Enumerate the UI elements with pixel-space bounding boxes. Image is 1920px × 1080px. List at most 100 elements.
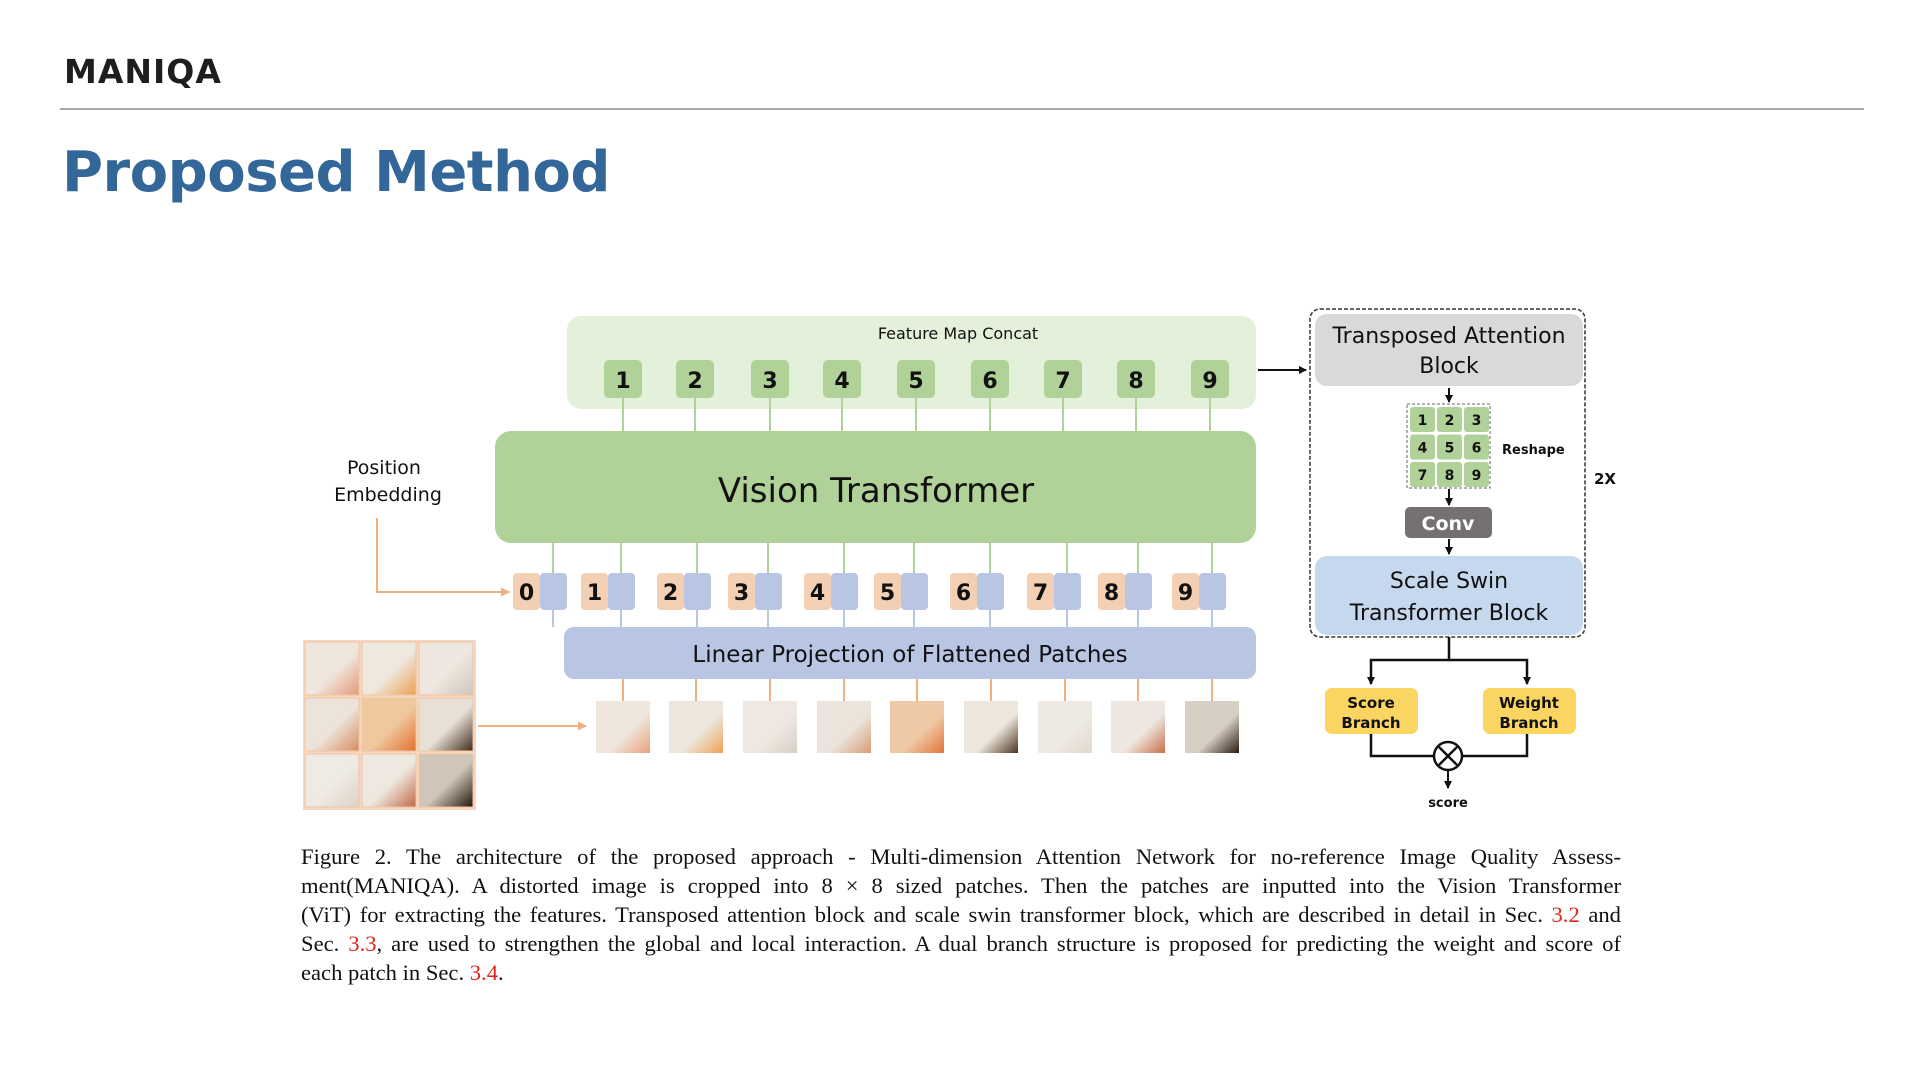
score-to-multiply-line [1369,734,1433,758]
reshape-cell [1437,407,1462,432]
position-token-label: 3 [734,581,749,606]
position-token-label: 4 [810,581,825,606]
position-token [804,573,831,610]
feature-token [1044,360,1082,398]
position-token [581,573,608,610]
position-token-label: 2 [663,581,678,606]
conv-label: Conv [1422,513,1476,535]
linear-projection-block [564,627,1256,679]
feature-token-label: 6 [982,369,997,394]
to-weight-branch-arrow [1449,658,1531,685]
image-patch [890,701,944,753]
scale-swin-transformer-block [1315,556,1583,635]
caption-text: and [1579,902,1621,927]
figure-caption: Figure 2. The architecture of the propos… [301,842,1621,987]
position-token [513,573,540,610]
feature-token-label: 9 [1202,369,1217,394]
transposed-attention-block [1315,314,1583,386]
reshape-cell-label: 5 [1445,441,1455,457]
reshape-cell [1464,462,1489,487]
image-patch [1111,701,1165,753]
tab-label-1: Transposed Attention [1331,324,1565,349]
feature-token-label: 4 [834,369,849,394]
reshape-label: Reshape [1502,443,1565,458]
reshape-cell-label: 8 [1445,468,1455,484]
repeat-count-label: 2X [1594,470,1616,488]
patch-embedding-token [540,573,567,610]
position-embedding-label-2: Embedding [334,484,442,506]
caption-text: Sec. [301,931,349,956]
caption-line: each patch in Sec. 3.4. [301,958,1621,987]
score-branch-block [1325,688,1418,734]
patch-embedding-token [1199,573,1226,610]
feature-token [1117,360,1155,398]
reshape-cell-label: 3 [1472,413,1482,429]
position-token [1098,573,1125,610]
slide-title: Proposed Method [62,140,611,205]
position-embedding-label-1: Position [347,457,421,479]
position-token [1027,573,1054,610]
position-token-label: 8 [1104,581,1119,606]
image-grid-cell [304,697,360,752]
reshape-cell [1410,462,1435,487]
feature-token [604,360,642,398]
reshape-cell [1410,434,1435,460]
image-patch [964,701,1018,753]
caption-text: , are used to strengthen the global and … [376,931,1622,956]
caption-line: Figure 2. The architecture of the propos… [301,842,1621,871]
caption-text: Figure 2. The architecture of the propos… [301,844,1621,869]
reshape-cell-label: 9 [1472,468,1482,484]
section-reference-link[interactable]: 3.3 [348,931,377,956]
vision-transformer-label: Vision Transformer [718,471,1034,511]
position-token [874,573,901,610]
weight-branch-label-1: Weight [1499,694,1559,712]
image-patch [1038,701,1092,753]
feature-token-label: 1 [615,369,630,394]
patch-embedding-token [977,573,1004,610]
patch-embedding-token [608,573,635,610]
reshape-cell-label: 2 [1445,413,1455,429]
caption-line: ment(MANIQA). A distorted image is cropp… [301,871,1621,900]
patch-embedding-token [1125,573,1152,610]
section-reference-link[interactable]: 3.4 [469,960,498,985]
feature-token-label: 3 [762,369,777,394]
feature-token [1191,360,1229,398]
caption-text: (ViT) for extracting the features. Trans… [301,902,1552,927]
position-token-label: 1 [587,581,602,606]
patch-embedding-token [831,573,858,610]
weight-branch-label-2: Branch [1499,714,1558,732]
reshape-cell [1437,462,1462,487]
score-branch-label-2: Branch [1341,714,1400,732]
feature-token-label: 2 [687,369,702,394]
caption-line: Sec. 3.3, are used to strengthen the glo… [301,929,1621,958]
image-grid-cell [304,753,360,808]
reshape-cell [1464,434,1489,460]
caption-line: (ViT) for extracting the features. Trans… [301,900,1621,929]
weight-branch-block [1483,688,1576,734]
section-reference-link[interactable]: 3.2 [1551,902,1580,927]
reshape-cell-label: 4 [1418,441,1428,457]
image-patch [669,701,723,753]
position-token [950,573,977,610]
linear-projection-label: Linear Projection of Flattened Patches [692,642,1127,668]
to-score-branch-arrow [1367,637,1451,685]
image-grid-cell [418,697,474,752]
position-token [728,573,755,610]
deck-title: MANIQA [64,52,222,91]
weight-to-multiply-line [1463,734,1529,758]
caption-text: each patch in Sec. [301,960,470,985]
image-grid-cell [361,641,417,696]
feature-token [971,360,1009,398]
header-divider [60,108,1864,110]
repeated-module-box [1309,308,1586,638]
feature-token [751,360,789,398]
sst-label-1: Scale Swin [1390,569,1508,594]
feature-token [897,360,935,398]
caption-text: ment(MANIQA). A distorted image is cropp… [301,873,1621,898]
feature-token [823,360,861,398]
image-grid-cell [361,697,417,752]
reshape-cell-label: 6 [1472,441,1482,457]
position-embedding-arrow [376,518,510,597]
sst-label-2: Transformer Block [1349,601,1549,626]
reshape-grid-box [1406,403,1491,489]
